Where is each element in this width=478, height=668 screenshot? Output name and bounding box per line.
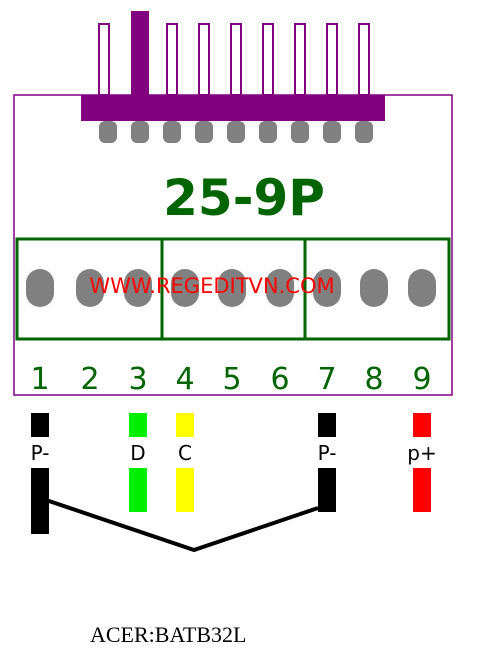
header-pin [358,23,370,96]
pin-stub [227,121,245,143]
header-pin [98,23,110,96]
header-pin [294,23,306,96]
terminal-hole [408,269,436,307]
p-minus-jumper [45,498,319,553]
pin-number: 3 [128,362,147,397]
wire-label: p+ [407,441,436,465]
terminal-hole [124,269,152,307]
terminal-hole [218,269,246,307]
pin-number: 1 [30,362,49,397]
terminal-hole [26,269,54,307]
pin-number: 4 [175,362,194,397]
terminal-block [15,237,451,341]
wire-bottom-segment [413,468,431,512]
wires: P- D C P-p+ [31,413,437,534]
wire-top-segment [318,413,336,437]
wire-pin-3: D [129,413,147,512]
terminal-hole [76,269,104,307]
pin-number: 2 [80,362,99,397]
pin-stub [291,121,309,143]
pin-stub [259,121,277,143]
wire-bottom-segment [176,468,194,512]
pin-stub [131,121,149,143]
wire-label: D [130,441,145,465]
wire-top-segment [31,413,49,437]
pin-stub [99,121,117,143]
pin-stubs [99,121,373,143]
header-pin [166,23,178,96]
pin-number: 8 [364,362,383,397]
header-pins [98,11,370,96]
terminal-holes [26,269,436,307]
wire-top-segment [413,413,431,437]
pin-number: 5 [222,362,241,397]
wire-pin-7: P- [318,413,337,512]
pin-stub [355,121,373,143]
header-pin [262,23,274,96]
header-pin [230,23,242,96]
wire-label: P- [318,441,337,465]
watermark: WWW.REGEDITVN.COM [89,274,334,298]
pin-stub [195,121,213,143]
wire-label: P- [31,441,50,465]
header-bar [81,95,385,121]
pin-stub [163,121,181,143]
terminal-block-outline [15,237,451,341]
pin-number: 6 [270,362,289,397]
pin-stub [323,121,341,143]
header-pin [131,11,149,96]
model-label: 25-9P [163,169,325,227]
wire-top-segment [129,413,147,437]
wire-pin-4: C [176,413,194,512]
wire-bottom-segment [129,468,147,512]
pin-number: 7 [317,362,336,397]
header-pin [326,23,338,96]
wire-label: C [178,441,192,465]
model-caption: ACER:BATB32L [90,622,246,647]
wire-pin-1: P- [31,413,50,534]
terminal-hole [360,269,388,307]
wire-pin-9: p+ [407,413,437,512]
terminal-hole [313,269,341,307]
pin-number: 9 [412,362,431,397]
header-pin [198,23,210,96]
terminal-hole [171,269,199,307]
wire-bottom-segment [318,468,336,512]
wire-top-segment [176,413,194,437]
wire-bottom-segment [31,468,49,534]
terminal-hole [266,269,294,307]
